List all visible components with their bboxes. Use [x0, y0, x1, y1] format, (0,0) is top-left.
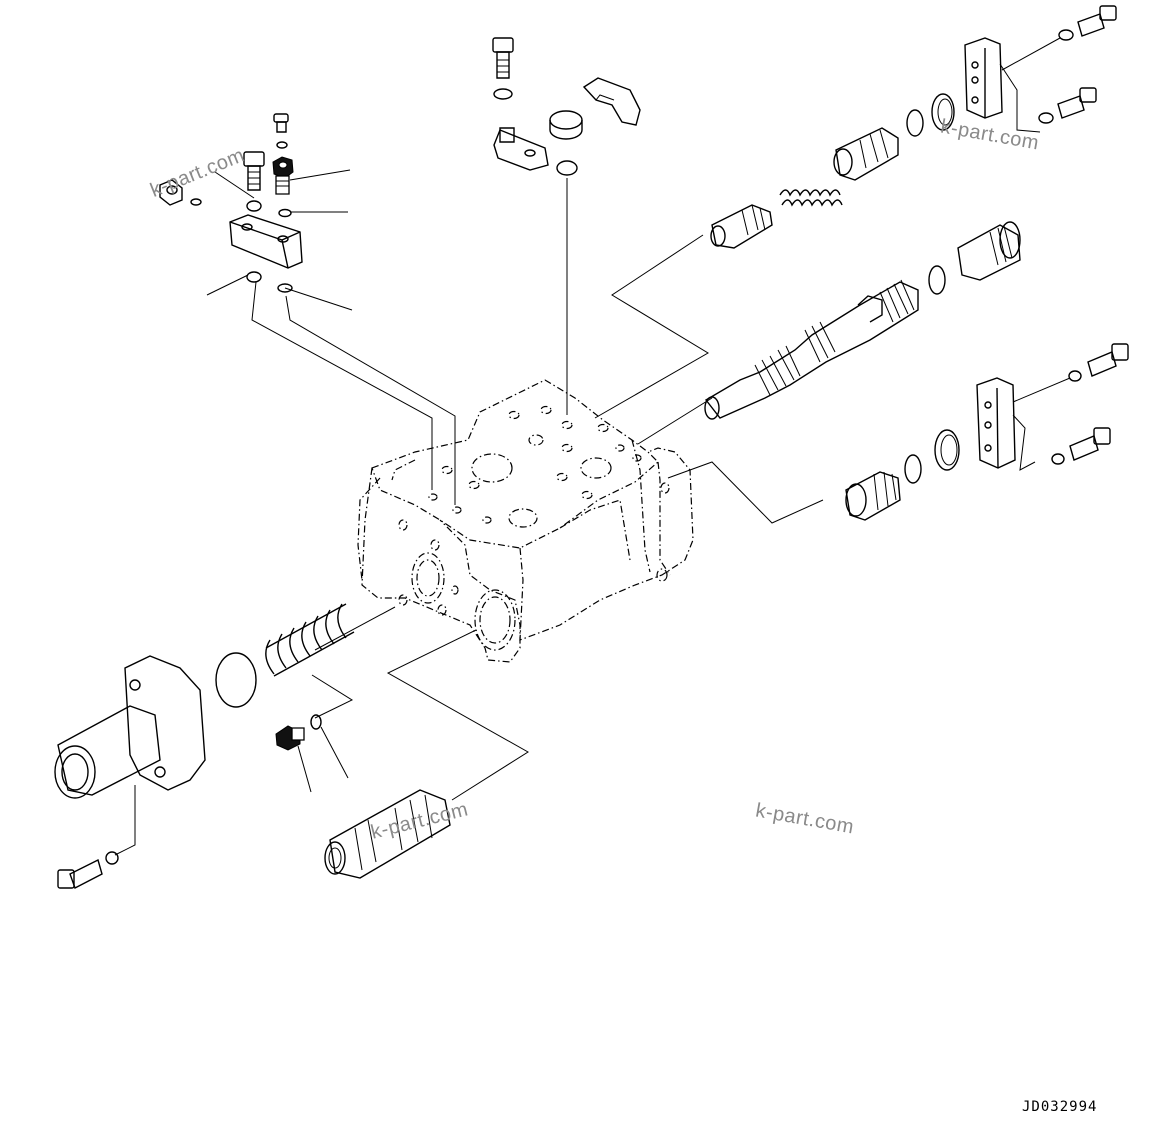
- upper-spool-assembly: [711, 6, 1116, 248]
- spring: [780, 190, 842, 205]
- flange-block: [230, 215, 302, 268]
- retainer-plate: [494, 128, 548, 170]
- plunger: [834, 128, 898, 180]
- elbow-fitting: [160, 180, 201, 205]
- spring-large: [266, 604, 354, 676]
- bolt: [1078, 6, 1116, 36]
- cap-plug: [550, 111, 582, 139]
- drawing-code: JD032994: [1022, 1099, 1098, 1115]
- washer: [1052, 454, 1064, 464]
- o-ring: [929, 266, 945, 294]
- bolt: [493, 38, 513, 78]
- washer: [494, 89, 512, 99]
- o-ring-large: [216, 653, 256, 707]
- plug-top: [274, 114, 288, 148]
- adapter-left: [244, 152, 264, 190]
- piston: [711, 205, 772, 248]
- relief-valve: [325, 790, 450, 878]
- hex-fitting: [273, 157, 293, 194]
- cover-plate-top: [965, 38, 1002, 118]
- lower-left-assembly: [55, 604, 450, 888]
- o-ring: [907, 110, 923, 136]
- spool-end-plug: [958, 222, 1020, 280]
- left-top-cluster: [160, 114, 302, 292]
- o-ring: [247, 201, 261, 211]
- o-ring: [279, 210, 291, 217]
- bolt: [58, 860, 102, 888]
- bolt: [1070, 428, 1110, 460]
- o-ring: [311, 715, 321, 729]
- bolt: [1088, 344, 1128, 376]
- bolt: [1058, 88, 1096, 118]
- end-cover: [55, 656, 205, 798]
- valve-body: [358, 380, 693, 662]
- main-spool: [705, 280, 918, 419]
- o-ring: [905, 455, 921, 483]
- washer: [106, 852, 118, 864]
- washer: [1059, 30, 1073, 40]
- o-ring: [557, 161, 577, 175]
- o-ring: [278, 284, 292, 292]
- washer: [1069, 371, 1081, 381]
- leader-lines: [115, 38, 1070, 855]
- cover-plate-right: [977, 378, 1015, 468]
- o-ring: [247, 272, 261, 282]
- retaining-ring: [932, 94, 954, 130]
- top-center-cluster: [493, 38, 640, 175]
- washer: [1039, 113, 1053, 123]
- clamp: [584, 78, 640, 125]
- plug-dark: [276, 726, 304, 750]
- check-valve: [846, 472, 900, 520]
- lower-right-assembly: [846, 344, 1128, 520]
- retaining-ring: [935, 430, 959, 470]
